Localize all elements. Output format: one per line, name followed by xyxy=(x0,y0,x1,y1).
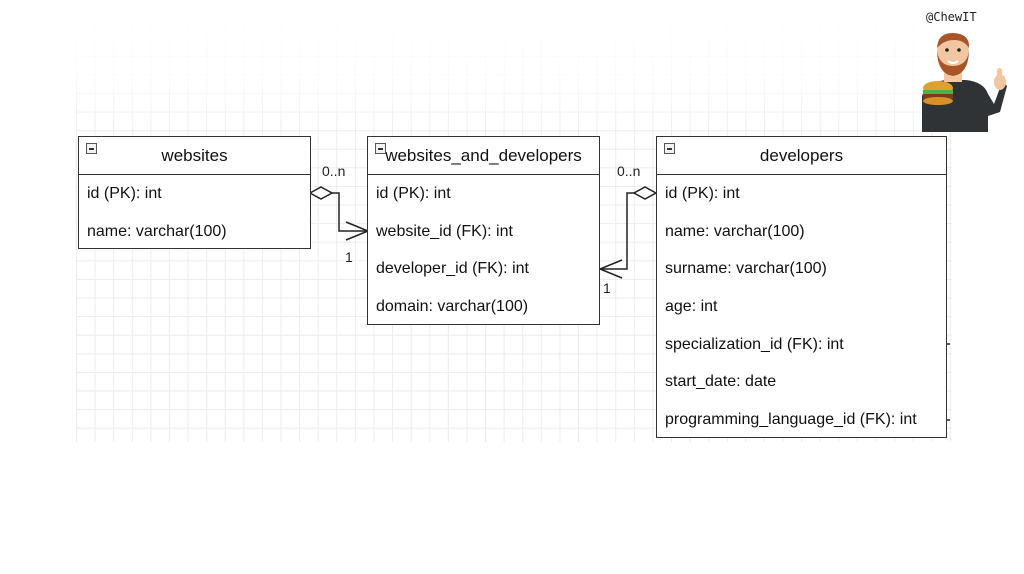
open-arrow-icon xyxy=(598,259,623,279)
entity-title: websites_and_developers xyxy=(385,145,582,165)
entity-websites[interactable]: websites id (PK): int name: varchar(100) xyxy=(78,136,311,249)
entity-header: websites xyxy=(79,137,310,175)
mascot-illustration xyxy=(922,32,1007,132)
entity-field[interactable]: surname: varchar(100) xyxy=(665,260,827,278)
entity-websites-and-developers[interactable]: websites_and_developers id (PK): int web… xyxy=(367,136,600,325)
multiplicity-label: 1 xyxy=(345,249,353,265)
entity-field[interactable]: specialization_id (FK): int xyxy=(665,335,844,353)
collapse-icon[interactable] xyxy=(664,143,675,154)
collapse-icon[interactable] xyxy=(86,143,97,154)
entity-field[interactable]: programming_language_id (FK): int xyxy=(665,410,917,428)
relation-websites-to-link xyxy=(308,186,370,241)
aggregation-diamond-icon xyxy=(308,186,334,200)
entity-field[interactable]: developer_id (FK): int xyxy=(376,260,529,278)
multiplicity-label: 0..n xyxy=(322,163,346,179)
entity-field[interactable]: id (PK): int xyxy=(665,184,740,202)
entity-title: websites xyxy=(161,145,228,165)
aggregation-diamond-icon xyxy=(632,186,658,200)
entity-header: developers xyxy=(657,137,946,175)
relation-developers-to-link xyxy=(598,186,658,279)
multiplicity-label: 1 xyxy=(603,280,611,296)
entity-title: developers xyxy=(759,145,844,165)
watermark-label: @ChewIT xyxy=(926,10,977,24)
entity-field[interactable]: id (PK): int xyxy=(376,184,451,202)
entity-developers[interactable]: developers id (PK): int name: varchar(10… xyxy=(656,136,947,438)
multiplicity-label: 0..n xyxy=(617,163,641,179)
entity-field[interactable]: id (PK): int xyxy=(87,184,162,202)
entity-field[interactable]: domain: varchar(100) xyxy=(376,297,529,315)
entity-field[interactable]: name: varchar(100) xyxy=(87,222,227,240)
entity-field[interactable]: start_date: date xyxy=(665,373,777,391)
entity-field[interactable]: name: varchar(100) xyxy=(665,222,805,240)
entity-field[interactable]: age: int xyxy=(665,297,718,315)
entity-field[interactable]: website_id (FK): int xyxy=(376,222,513,240)
entity-header: websites_and_developers xyxy=(368,137,599,175)
collapse-icon[interactable] xyxy=(375,143,386,154)
